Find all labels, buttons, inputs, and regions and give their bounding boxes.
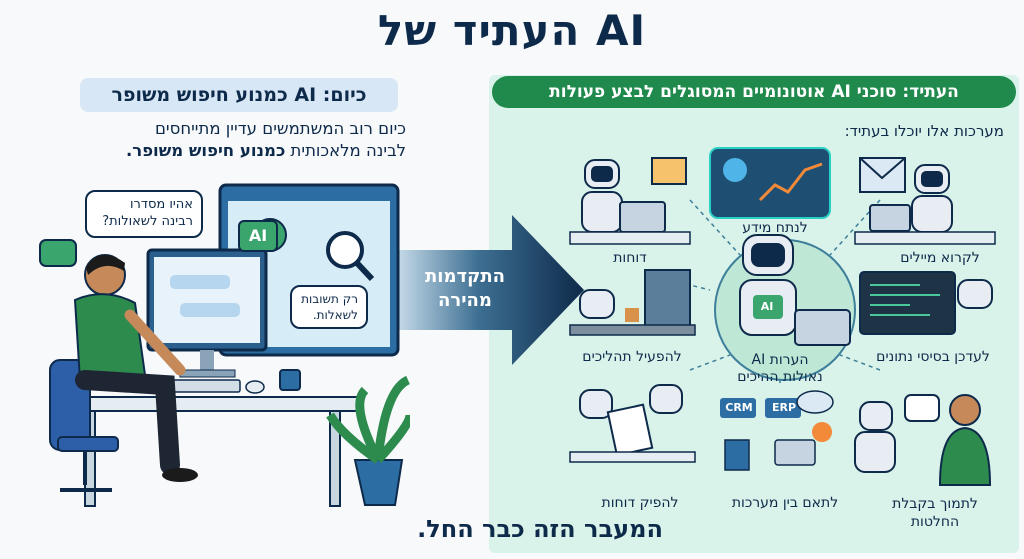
arrow-label: התקדמות מהירה xyxy=(410,265,520,313)
caption-run-processes: להפעיל תהליכים xyxy=(582,349,682,365)
today-description: כיום רוב המשתמשים עדיין מתייחסים לבינה מ… xyxy=(86,118,406,162)
caption-support-line2: החלטות xyxy=(910,514,960,530)
future-subheading: מערכות אלו יוכלו בעתיד: xyxy=(844,122,1004,140)
crm-label: CRM xyxy=(725,401,753,414)
caption-coordinate-systems: לתאם בין מערכות xyxy=(731,495,839,511)
today-desc-plain: לבינה מלאכותית xyxy=(290,141,406,160)
screen-ai-badge: AI xyxy=(238,220,278,252)
caption-support-decisions: לתמוך בקבלת החלטות xyxy=(880,495,990,531)
caption-analyze-info: לנתח מידע xyxy=(742,220,808,236)
future-heading: העתיד: סוכני AI אוטונומיים המסוגלים לבצע… xyxy=(492,76,1016,108)
user-question-bubble: אהיו מסדרו רבינה לשאולות? xyxy=(85,190,203,238)
today-desc-line2: לבינה מלאכותית כמנוע חיפוש משופר. xyxy=(86,140,406,162)
page-title: העתיד של AI xyxy=(377,6,647,55)
caption-center: הערות AI נאולות ההיכים xyxy=(730,352,830,386)
future-illustration xyxy=(569,147,996,486)
caption-update-databases: לעדכן בסיסי נתונים xyxy=(876,349,990,365)
footer-text: המעבר הזה כבר החל. xyxy=(417,515,663,543)
caption-center-line2: נאולות ההיכים xyxy=(737,369,823,385)
erp-label: ERP xyxy=(771,401,797,414)
progress-arrow xyxy=(392,215,584,365)
caption-read-emails: לקרוא מיילים xyxy=(900,250,980,266)
today-desc-bold: כמנוע חיפוש משופר. xyxy=(126,141,286,160)
today-heading: כיום: AI כמנוע חיפוש משופר xyxy=(80,78,398,112)
arrow-label-line1: התקדמות xyxy=(425,266,505,287)
caption-support-line1: לתמוך בקבלת xyxy=(892,496,978,512)
today-desc-line1: כיום רוב המשתמשים עדיין מתייחסים xyxy=(154,119,406,138)
arrow-label-line2: מהירה xyxy=(438,290,492,311)
robot-ai-badge: AI xyxy=(760,300,774,313)
caption-reports: דוחות xyxy=(613,250,647,266)
caption-center-line1: הערות AI xyxy=(751,352,809,368)
answers-bubble: רק תשובות לשאלות. xyxy=(290,285,368,329)
caption-produce-reports: להפיק דוחות xyxy=(601,495,679,511)
